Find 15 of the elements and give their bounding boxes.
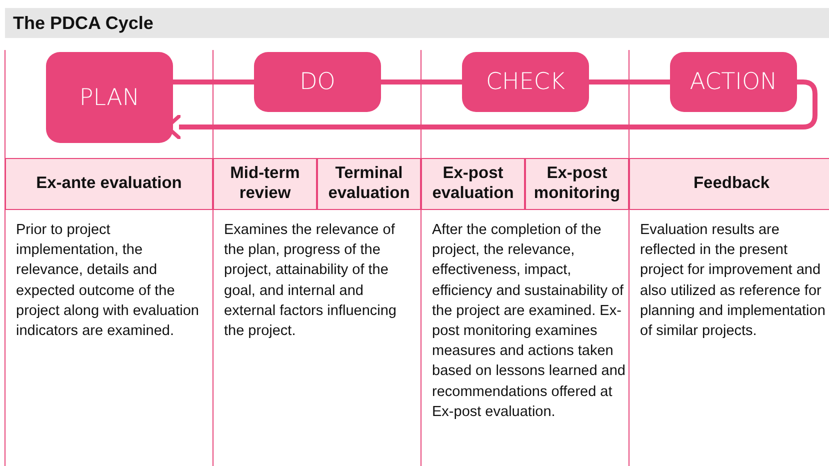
description-text: After the completion of the project, the relevance, effectiveness, impact, efficiency and sustainability of the project are examined. Ex-post monitoring examines measures and actions taken based on lessons learned and recommendations offered at Ex-post evaluation. — [432, 221, 626, 422]
column-header: Terminal evaluation — [317, 158, 421, 210]
phase-box: DO — [254, 52, 381, 112]
description-text: Prior to project implementation, the relevance, details and expected outcome of the project along with evaluation indicators are examined. — [16, 221, 200, 342]
column-header: Mid-term review — [213, 158, 317, 210]
column-header: Ex-ante evaluation — [5, 158, 213, 210]
diagram-title: The PDCA Cycle — [5, 8, 829, 38]
description-text: Examines the relevance of the plan, progress of the project, attainability of the goal, and internal and external factors influencing the project. — [224, 221, 398, 342]
phase-box: CHECK — [462, 52, 589, 112]
description-text: Evaluation results are reflected in the present project for improvement and also utilized as reference for planning and implementation of similar projects. — [640, 221, 826, 342]
phase-box: PLAN — [46, 52, 173, 143]
column-header: Ex-post monitoring — [525, 158, 629, 210]
column-header: Ex-post evaluation — [421, 158, 525, 210]
phase-box: ACTION — [670, 52, 797, 112]
column-header: Feedback — [629, 158, 829, 210]
